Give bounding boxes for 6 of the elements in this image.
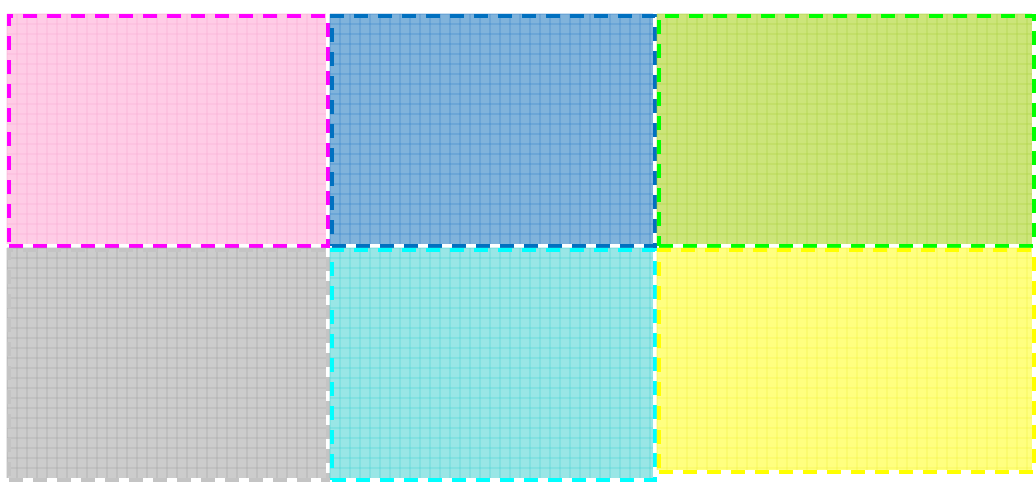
grid-box	[6, 13, 330, 248]
grid-box	[656, 247, 1036, 474]
grid-box	[656, 13, 1036, 248]
grid-box	[329, 247, 657, 482]
grid-box	[329, 13, 657, 248]
grid-box	[6, 247, 330, 482]
